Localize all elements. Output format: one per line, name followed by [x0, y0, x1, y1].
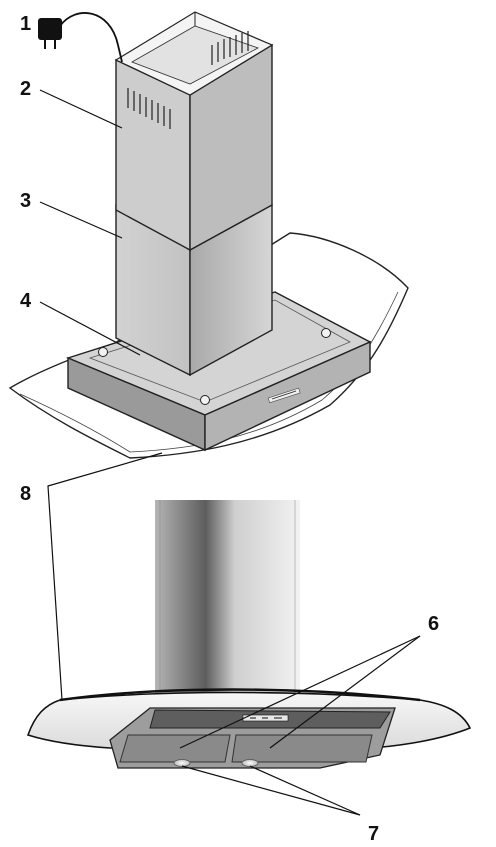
grease-filter-left [119, 734, 231, 763]
lamp-left [173, 759, 191, 767]
callout-3: 3 [20, 190, 31, 212]
callout-4: 4 [20, 290, 32, 312]
chimney-inner-flange [131, 25, 259, 85]
leader-lines [39, 89, 421, 816]
callout-8: 8 [20, 483, 31, 505]
control-panel [267, 387, 301, 404]
callout-7: 7 [368, 823, 379, 845]
power-cable [59, 12, 123, 63]
chimney [155, 500, 300, 710]
callout-6: 6 [428, 613, 439, 635]
callout-1: 1 [20, 13, 31, 35]
vent-slots-front [127, 88, 171, 129]
bolt-icon [200, 395, 210, 405]
callout-2: 2 [20, 78, 31, 100]
lamp-right [241, 759, 259, 767]
power-plug-icon [38, 18, 62, 49]
assembled-hood-illustration [26, 500, 472, 769]
glass-canopy-edge [59, 688, 421, 702]
bolt-icon [321, 328, 331, 338]
vent-slots-side [211, 31, 249, 65]
exploded-hood-illustration [8, 11, 409, 459]
grease-filter-right [231, 734, 373, 763]
bolt-icon [98, 347, 108, 357]
